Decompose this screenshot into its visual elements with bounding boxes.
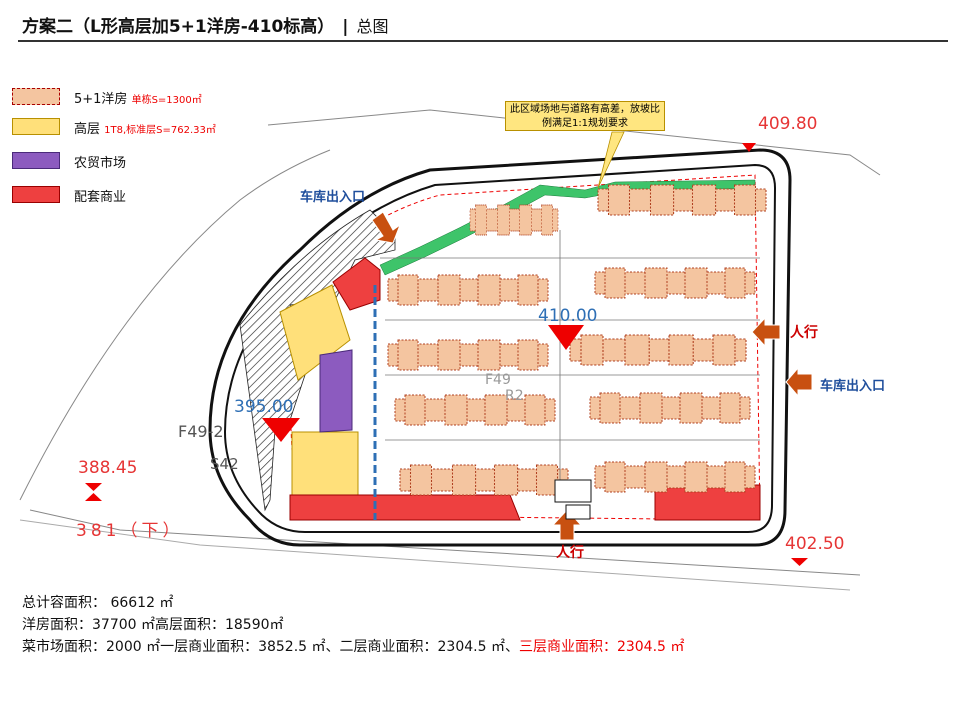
legend-label-villa: 5+1洋房 <box>74 92 128 107</box>
label-plot-f49: F49 <box>485 372 511 388</box>
legend-label-commercial: 配套商业 <box>74 190 127 205</box>
info-villa-highrise-area: 洋房面积：37700 ㎡高层面积：18590㎡ <box>22 617 284 633</box>
label-pedestrian-bottom: 人行 <box>556 545 584 561</box>
legend-label-highrise: 高层 <box>74 122 101 137</box>
elev-marker-left-edge-bottom <box>85 493 102 501</box>
info-total-area: 总计容面积： 66612 ㎡ <box>22 595 174 611</box>
arrow-pedestrian-right <box>751 316 781 348</box>
arrow-garage-left <box>371 211 402 244</box>
market-building <box>319 349 353 433</box>
legend-swatch-highrise <box>12 118 60 135</box>
highrise-building <box>279 284 351 381</box>
legend-label-market: 农贸市场 <box>74 156 127 171</box>
elev-marker-left-edge-top <box>85 483 102 491</box>
elev-marker-top-right <box>742 143 756 152</box>
legend-note-villa: 单栋S=1300㎡ <box>131 95 202 106</box>
info-third-floor-area: 三层商业面积：2304.5 ㎡ <box>518 639 685 655</box>
commercial-bottom <box>289 494 521 521</box>
slope-note: 此区域场地与道路有高差，放坡比例满足1:1规划要求 <box>505 101 665 131</box>
elevation-left-edge-bottom: 381（下） <box>76 521 184 541</box>
info-commercial-area: 菜市场面积：2000 ㎡一层商业面积：3852.5 ㎡、二层商业面积：2304.… <box>22 636 684 656</box>
hatched-plaza <box>239 209 396 512</box>
title-underline <box>18 40 948 42</box>
label-plot-r2: R2 <box>505 388 524 404</box>
villa-row-4 <box>394 392 751 426</box>
elev-marker-bottom-right <box>791 558 808 566</box>
title-main: 方案二（L形高层加5+1洋房-410标高） <box>22 17 335 37</box>
elevation-bottom-right: 402.50 <box>785 534 845 554</box>
villa-row-2 <box>387 267 756 306</box>
legend-swatch-commercial <box>12 186 60 203</box>
legend-note-highrise: 1T8,标准层S=762.33㎡ <box>104 125 216 136</box>
page-title: 方案二（L形高层加5+1洋房-410标高） | 总图 <box>22 12 389 37</box>
elevation-left: 395.00 <box>234 397 294 417</box>
label-plot-s42: S42 <box>210 455 239 473</box>
elevation-top-right: 409.80 <box>758 114 818 134</box>
elevation-center: 410.00 <box>538 306 598 326</box>
elev-marker-center <box>548 325 584 350</box>
info-commercial-area-main: 菜市场面积：2000 ㎡一层商业面积：3852.5 ㎡、二层商业面积：2304.… <box>22 639 519 655</box>
site-boundary-outer <box>267 109 881 176</box>
arrow-garage-right <box>785 366 813 398</box>
elev-marker-left <box>262 418 300 442</box>
title-sub: 总图 <box>356 17 389 36</box>
label-garage-entry-right: 车库出入口 <box>820 379 886 394</box>
legend-swatch-villa <box>12 88 60 105</box>
label-plot-f49-2: F49-2 <box>178 422 224 441</box>
villa-row-1 <box>469 184 767 236</box>
ring-road <box>208 148 792 547</box>
legend-swatch-market <box>12 152 60 169</box>
label-garage-entry-left: 车库出入口 <box>300 190 366 205</box>
label-pedestrian-right: 人行 <box>790 325 818 341</box>
elevation-left-edge-top: 388.45 <box>78 458 138 478</box>
title-separator: | <box>342 17 349 37</box>
note-pointer <box>597 131 625 189</box>
commercial-top <box>332 257 381 311</box>
